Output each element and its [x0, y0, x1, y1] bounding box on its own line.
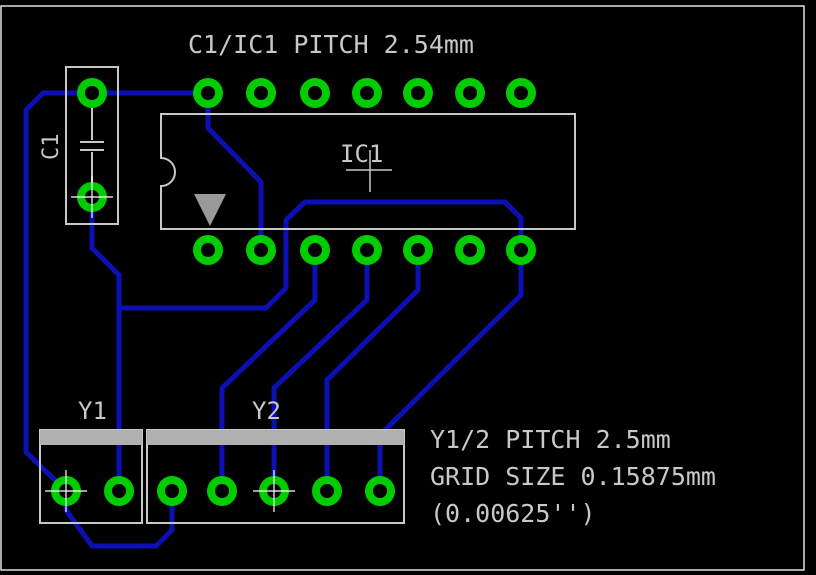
pad-hole — [463, 86, 477, 100]
silkscreen — [39, 66, 576, 524]
y2-header-bar — [147, 430, 404, 445]
pad-hole — [201, 243, 215, 257]
pad-hole — [360, 86, 374, 100]
c1-outline — [65, 66, 119, 225]
pads — [51, 78, 536, 506]
pad-hole — [514, 86, 528, 100]
pad-hole — [411, 86, 425, 100]
pad-hole — [165, 484, 179, 498]
pad-hole — [112, 484, 126, 498]
origin-crosshairs — [45, 176, 295, 512]
ic1-label: IC1 — [340, 140, 383, 168]
note-grid-inches: (0.00625'') — [430, 499, 596, 528]
pad-hole — [373, 484, 387, 498]
pad-hole — [514, 243, 528, 257]
note-pitch: Y1/2 PITCH 2.5mm — [430, 425, 671, 454]
ic1-outline — [160, 113, 576, 230]
pad-hole — [215, 484, 229, 498]
trace-bus — [116, 199, 524, 311]
y2-label: Y2 — [252, 397, 281, 425]
y1-header-bar — [40, 430, 142, 445]
board-outline — [0, 5, 805, 571]
pad-hole — [308, 243, 322, 257]
pitch-header-label: C1/IC1 PITCH 2.54mm — [188, 30, 474, 59]
y1-label: Y1 — [78, 397, 107, 425]
trace-ic-pin1-pin2 — [205, 90, 264, 253]
pad-hole — [254, 243, 268, 257]
pad-hole — [320, 484, 334, 498]
trace-ic-to-y2-d — [377, 247, 524, 494]
pad-hole — [201, 86, 215, 100]
note-grid-size: GRID SIZE 0.15875mm — [430, 462, 716, 491]
trace-c1-bottom — [89, 194, 122, 494]
pad-hole — [85, 86, 99, 100]
pad-hole — [463, 243, 477, 257]
pad-hole — [411, 243, 425, 257]
c1-label: C1 — [39, 134, 64, 161]
pad-hole — [254, 86, 268, 100]
ic1-pin1-marker — [194, 194, 226, 226]
pad-hole — [360, 243, 374, 257]
pad-hole — [308, 86, 322, 100]
trace-ic-to-y2-a — [219, 247, 318, 494]
